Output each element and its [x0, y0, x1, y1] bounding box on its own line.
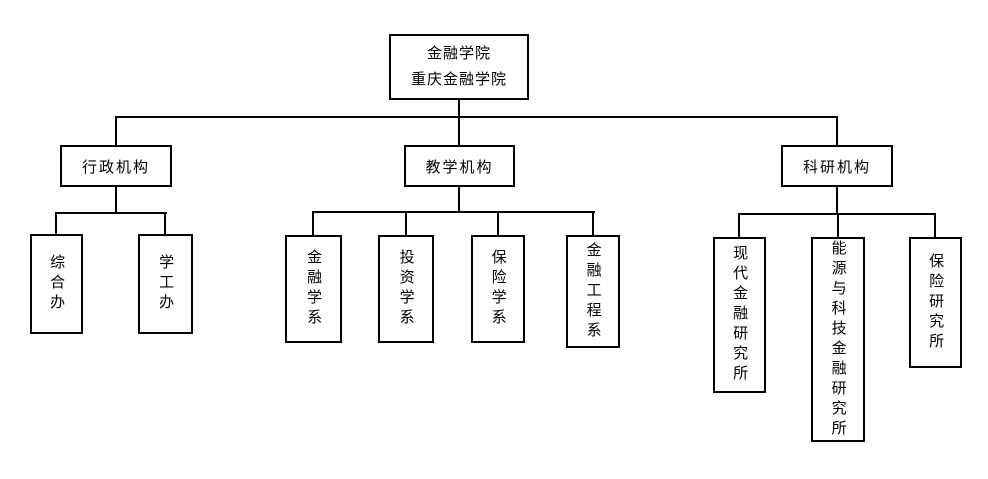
- connector-admin-horizontal: [55, 212, 167, 214]
- node-insurance-institute: 保险研究所: [909, 237, 962, 368]
- node-xuegong-office-label: 学工办: [157, 254, 175, 314]
- node-xuegong-office: 学工办: [138, 234, 193, 334]
- connector-root-drop: [458, 100, 460, 146]
- node-finance-dept-label: 金融学系: [305, 249, 323, 329]
- connector-baoxiansuo-riser: [934, 213, 936, 238]
- node-modern-finance-institute: 现代金融研究所: [713, 237, 766, 393]
- connector-level1-horizontal: [115, 116, 838, 118]
- node-teaching: 教学机构: [404, 145, 515, 187]
- connector-baoxianxuexi-riser: [497, 211, 499, 236]
- node-financial-engineering-dept-label: 金融工程系: [584, 241, 602, 342]
- node-insurance-dept: 保险学系: [471, 235, 525, 343]
- node-zonghe-office: 综合办: [30, 234, 83, 334]
- node-root-line2: 重庆金融学院: [410, 71, 507, 88]
- connector-nengyuan-riser: [837, 213, 839, 238]
- node-research: 科研机构: [781, 145, 893, 187]
- connector-xuegong-riser: [164, 212, 166, 235]
- connector-research-riser: [836, 116, 838, 146]
- node-root-line1: 金融学院: [426, 45, 491, 62]
- connector-xiandai-riser: [738, 213, 740, 238]
- node-modern-finance-institute-label: 现代金融研究所: [731, 245, 749, 385]
- node-energy-tech-finance-institute: 能源与科技金融研究所: [811, 237, 865, 442]
- connector-admin-drop: [115, 187, 117, 213]
- node-zonghe-office-label: 综合办: [48, 254, 66, 314]
- node-admin-label: 行政机构: [81, 158, 150, 176]
- connector-jinronggongchengxi-riser: [592, 211, 594, 236]
- connector-zonghe-riser: [55, 212, 57, 235]
- connector-teaching-drop: [458, 187, 460, 213]
- connector-jinrongxuexi-riser: [312, 211, 314, 236]
- connector-teaching-horizontal: [312, 211, 595, 213]
- node-energy-tech-finance-institute-label: 能源与科技金融研究所: [829, 239, 847, 440]
- connector-admin-riser: [115, 116, 117, 146]
- node-root: 金融学院 重庆金融学院: [389, 34, 529, 100]
- node-investment-dept-label: 投资学系: [397, 249, 415, 329]
- node-insurance-institute-label: 保险研究所: [927, 252, 945, 353]
- connector-touzixuexi-riser: [405, 211, 407, 236]
- node-investment-dept: 投资学系: [378, 235, 434, 343]
- node-research-label: 科研机构: [802, 158, 871, 176]
- node-insurance-dept-label: 保险学系: [489, 249, 507, 329]
- node-financial-engineering-dept: 金融工程系: [566, 235, 620, 348]
- node-finance-dept: 金融学系: [285, 235, 342, 343]
- connector-research-drop: [836, 187, 838, 215]
- node-admin: 行政机构: [60, 145, 172, 187]
- node-teaching-label: 教学机构: [425, 158, 494, 176]
